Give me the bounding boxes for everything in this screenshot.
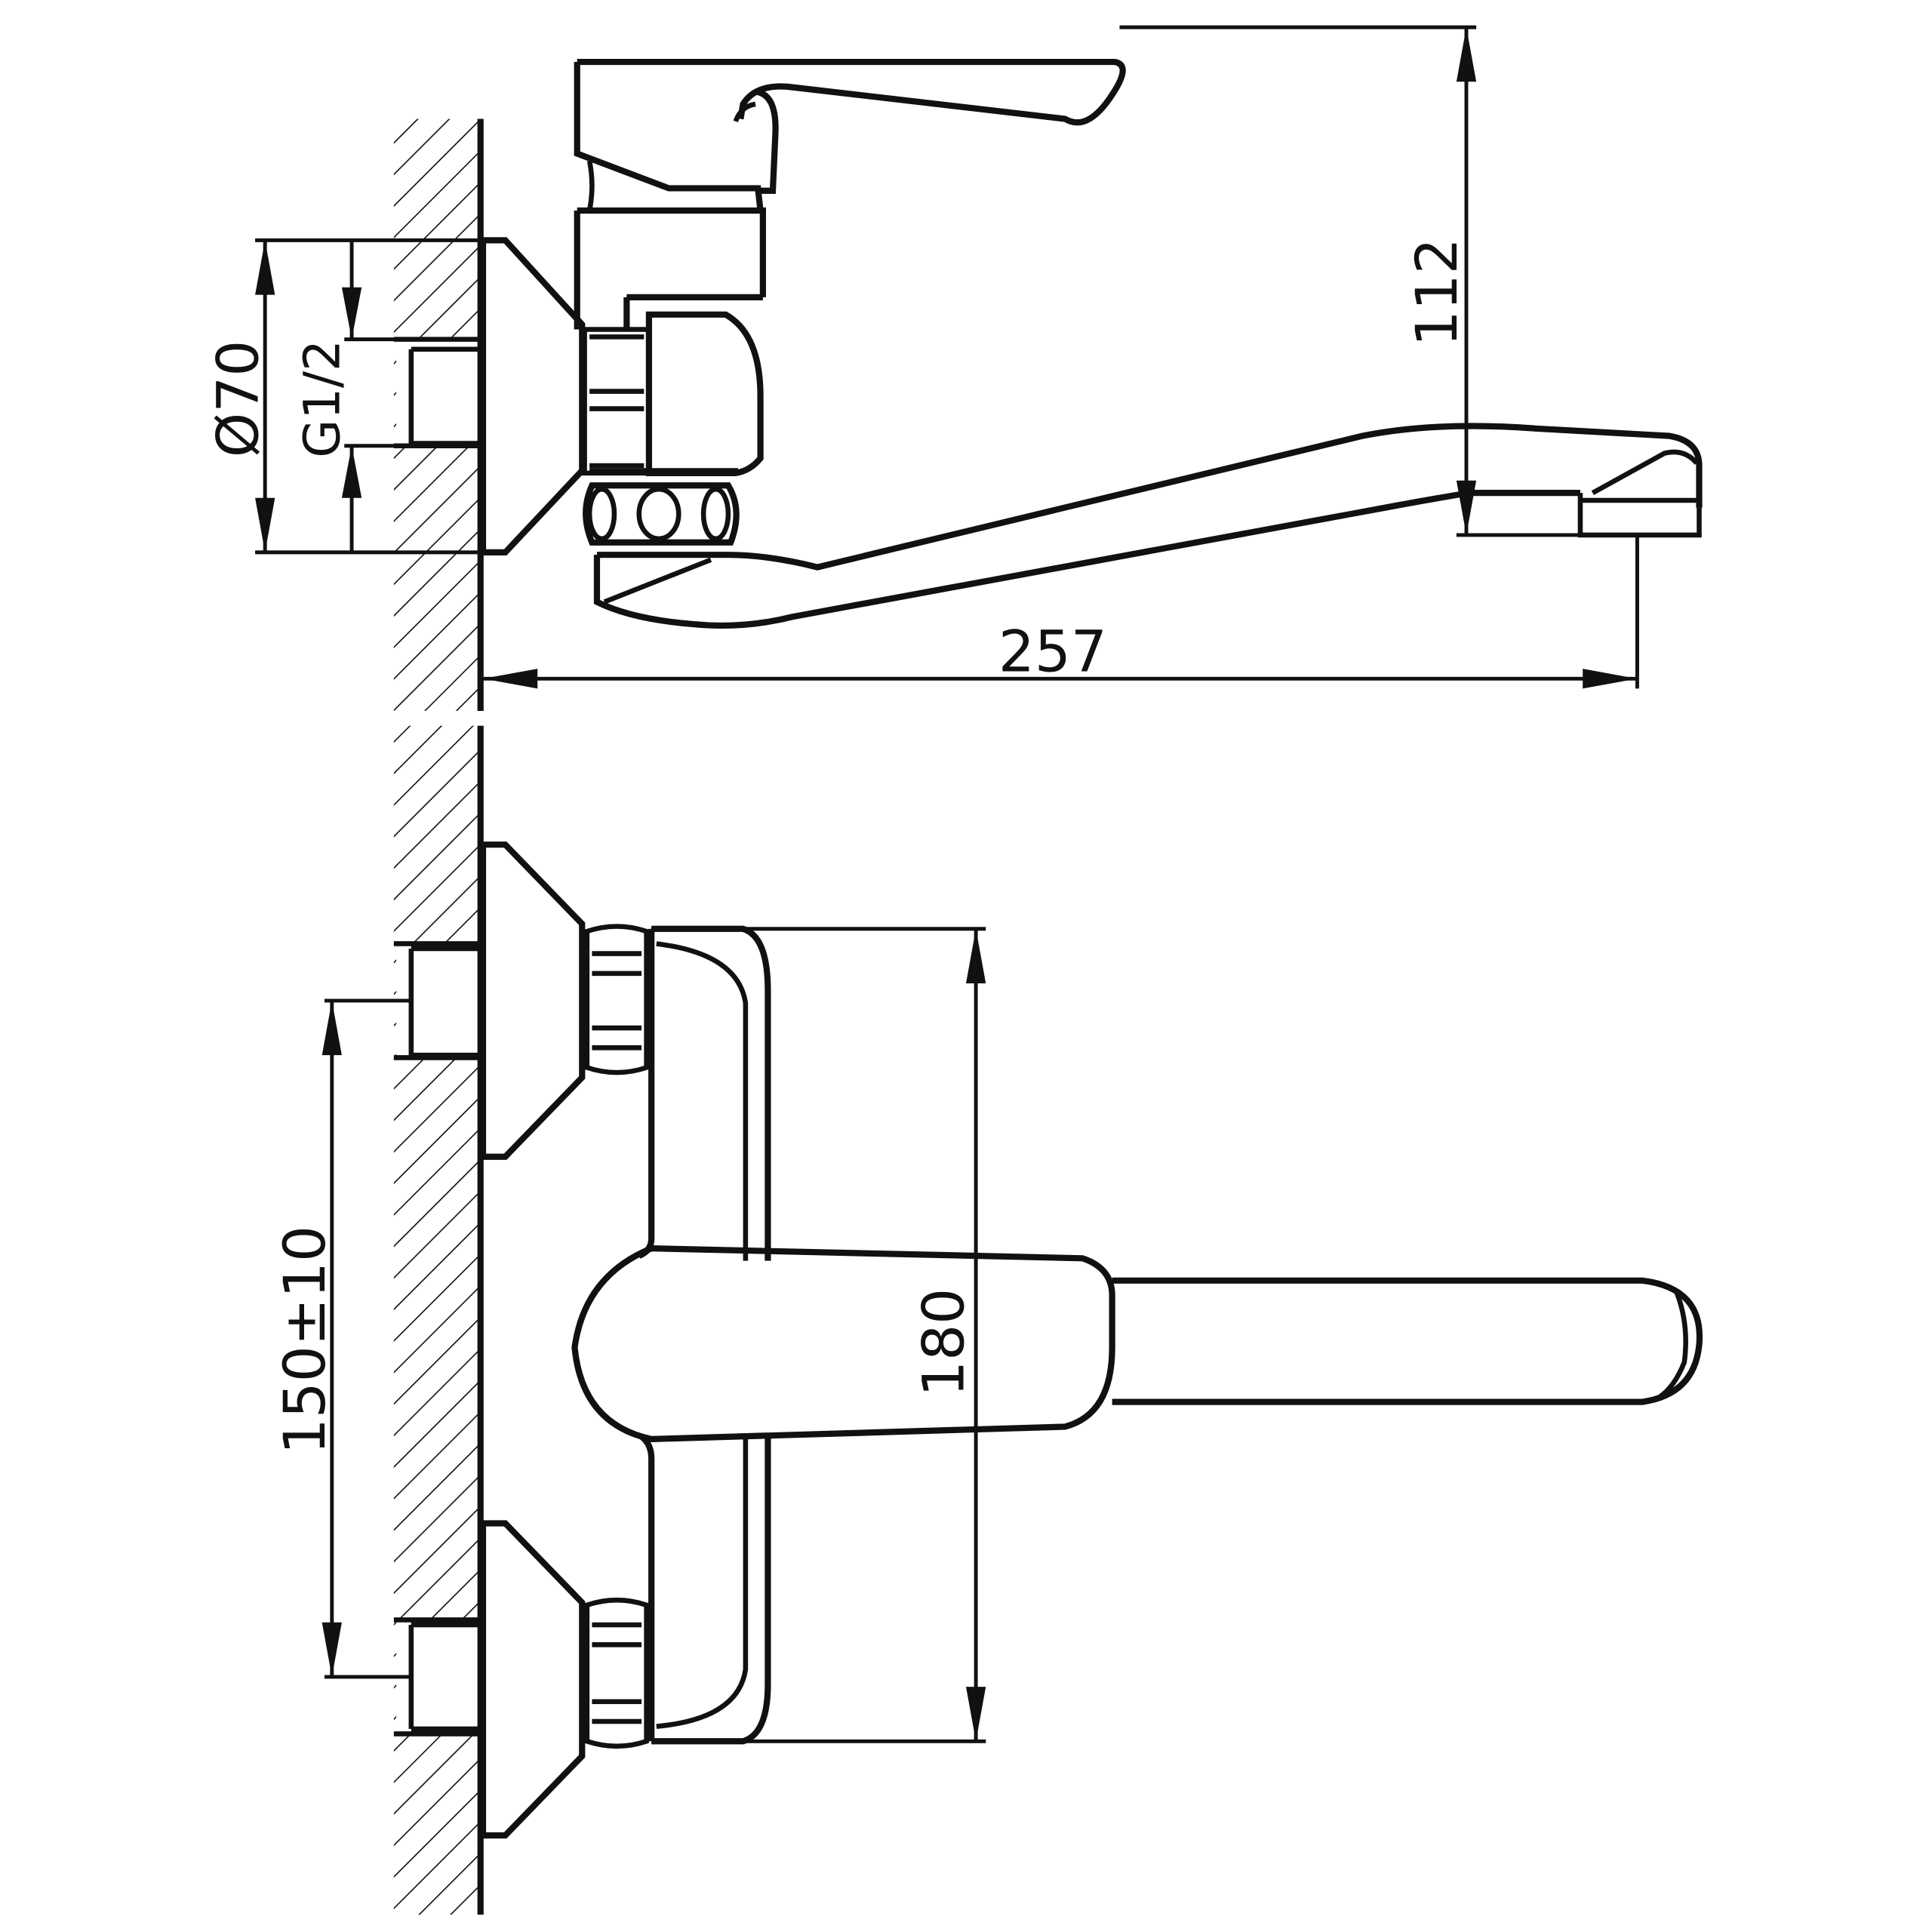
side-union-nut bbox=[582, 327, 652, 476]
side-swivel-hole-1 bbox=[586, 486, 617, 542]
front-handle-lever bbox=[1112, 1277, 1703, 1405]
dim-label-body-height: 180 bbox=[911, 1288, 977, 1397]
side-swivel-hole-2 bbox=[636, 486, 681, 542]
side-swivel-ring bbox=[583, 482, 740, 546]
front-view bbox=[393, 841, 1703, 1839]
side-aerator bbox=[1577, 449, 1702, 538]
front-mixer-body bbox=[638, 925, 771, 1745]
side-escutcheon bbox=[479, 237, 586, 555]
side-swivel-hole-3 bbox=[700, 486, 731, 542]
side-view bbox=[393, 58, 1703, 629]
front-escutcheon-upper bbox=[479, 841, 586, 1160]
dim-label-thread: G1/2 bbox=[294, 340, 352, 457]
side-body-cartridge bbox=[645, 311, 764, 476]
dim-label-height: 112 bbox=[1404, 238, 1470, 346]
front-escutcheon-lower bbox=[479, 1520, 586, 1839]
dim-label-reach: 257 bbox=[998, 618, 1107, 685]
side-inlet-pipe bbox=[393, 337, 481, 449]
front-union-nut-upper bbox=[584, 924, 649, 1075]
side-spout bbox=[593, 423, 1703, 629]
side-handle-lever bbox=[574, 58, 1126, 211]
front-handle-cover bbox=[571, 1245, 1115, 1442]
dimension-lines bbox=[255, 25, 1639, 1743]
front-union-nut-lower bbox=[584, 1597, 649, 1749]
dim-label-diameter: Ø70 bbox=[205, 340, 271, 457]
wall bbox=[393, 118, 484, 1915]
dim-label-spacing: 150±10 bbox=[272, 1226, 338, 1454]
side-mixer-body bbox=[574, 207, 766, 330]
